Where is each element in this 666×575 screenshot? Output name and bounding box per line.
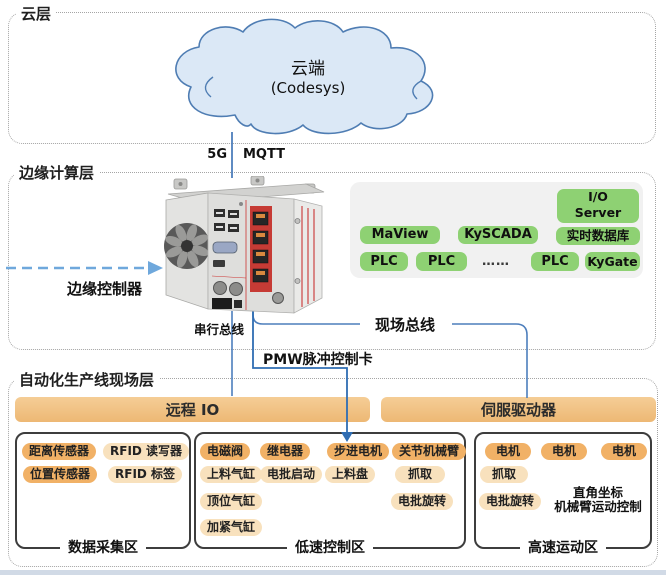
chip-stepper-motor: 步进电机 [327,443,390,460]
servo-driver-label: 伺服驱动器 [480,401,556,419]
chip-position-sensor: 位置传感器 [23,466,98,483]
field-bus-label: 现场总线 [372,314,439,335]
edge-layer-label: 边缘计算层 [14,162,100,183]
io-server-line2: Server [574,205,622,220]
zone-data-acquisition-label: 数据采集区 [60,537,146,557]
cloud-subtitle: (Codesys) [270,79,346,97]
chip-rfid-reader: RFID 读写器 [103,443,190,460]
zone-low-speed-control-label: 低速控制区 [287,537,373,557]
chip-plc-1: PLC [360,252,408,271]
chip-realtime-db: 实时数据库 [556,227,640,245]
chip-rfid-tag: RFID 标签 [108,466,183,483]
chip-feeding-tray: 上料盘 [325,466,376,483]
cloud-title: 云端 [291,59,325,79]
chip-distance-sensor: 距离传感器 [22,443,97,460]
chip-joint-robot-arm: 关节机械臂 [392,443,467,460]
chip-kyscada: KySCADA [458,226,538,244]
cartesian-arm-note: 直角坐标 机械臂运动控制 [550,486,646,514]
chip-top-cylinder: 顶位气缸 [200,493,263,510]
cartesian-arm-note-line2: 机械臂运动控制 [554,499,642,514]
serial-bus-label: 串行总线 [194,322,245,337]
field-layer-label: 自动化生产线现场层 [14,369,160,390]
servo-driver-bar: 伺服驱动器 [381,397,656,422]
zone-low-speed-control: 电磁阀 继电器 步进电机 关节机械臂 上料气缸 电批启动 上料盘 抓取 顶位气缸… [194,432,467,557]
chip-relay: 继电器 [260,443,311,460]
zone-high-speed-motion-label: 高速运动区 [520,537,606,557]
chip-motor-2: 电机 [541,443,588,460]
cartesian-arm-note-line1: 直角坐标 [572,485,623,500]
chip-solenoid-valve: 电磁阀 [200,443,251,460]
bottom-edge-strip [0,570,666,575]
chip-io-server: I/O Server [557,189,639,223]
chip-motor-1: 电机 [485,443,532,460]
chip-screwdriver-start: 电批启动 [260,466,323,483]
remote-io-label: 远程 IO [165,401,220,419]
chip-clamp-cylinder: 加紧气缸 [200,519,263,536]
chip-plc-3: PLC [531,252,579,271]
uplink-5g-label: 5G [207,147,227,162]
chip-grab: 抓取 [395,466,446,483]
chip-screwdriver-rotate: 电批旋转 [391,493,454,510]
remote-io-bar: 远程 IO [15,397,370,422]
chip-screwdriver-rotate-2: 电批旋转 [479,493,542,510]
chip-kygate: KyGate [585,252,640,271]
pwm-card-label: PMW脉冲控制卡 [263,352,373,368]
zone-high-speed-motion: 电机 电机 电机 抓取 电批旋转 直角坐标 机械臂运动控制 高速运动区 [474,432,652,557]
io-server-line1: I/O [588,189,608,204]
chip-grab-2: 抓取 [480,466,529,483]
cloud-layer-label: 云层 [16,3,57,24]
edge-software-panel: I/O Server MaView KySCADA 实时数据库 PLC PLC … [350,182,643,278]
chip-motor-3: 电机 [601,443,648,460]
edge-controller-image [164,176,325,314]
zone-data-acquisition: 距离传感器 RFID 读写器 位置传感器 RFID 标签 数据采集区 [15,432,191,557]
chip-plc-2: PLC [416,252,467,271]
chip-feeding-cylinder: 上料气缸 [200,466,263,483]
chip-maview: MaView [360,226,440,244]
plc-ellipsis: …… [482,254,510,269]
cloud-text: 云端 (Codesys) [233,54,383,97]
cloud-layer-box [8,12,656,144]
edge-controller-label: 边缘控制器 [67,280,143,298]
uplink-mqtt-label: MQTT [243,147,286,162]
